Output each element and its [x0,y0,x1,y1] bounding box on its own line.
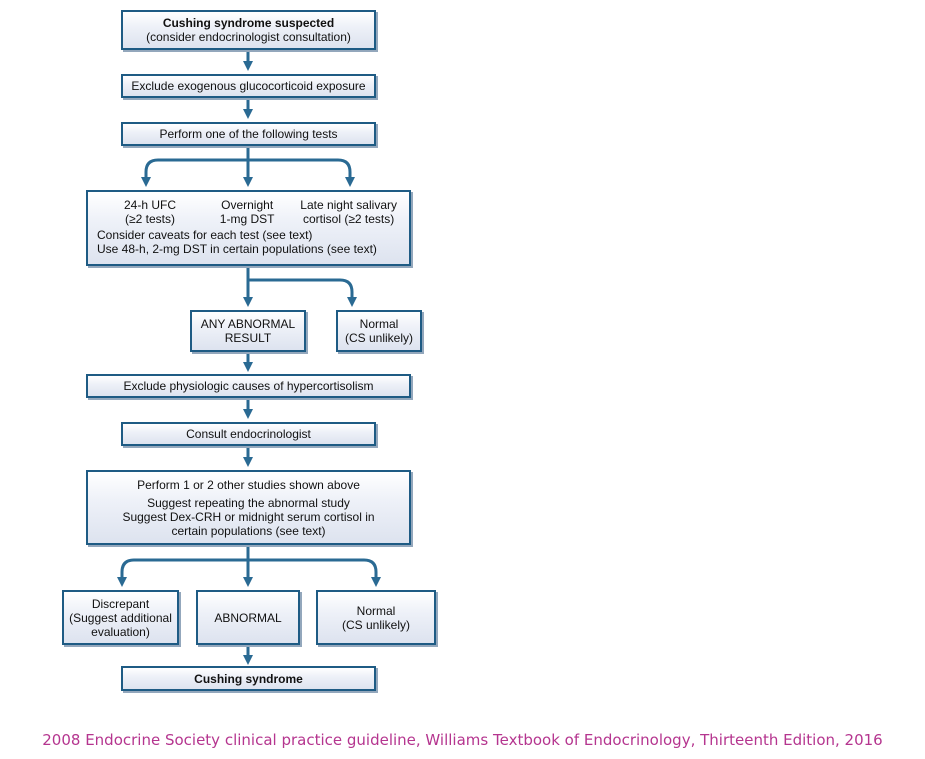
exclude-physiologic-text: Exclude physiologic causes of hypercorti… [123,379,374,393]
tests-caveats: Consider caveats for each test (see text… [97,228,313,242]
cushing-suspected-box: Cushing syndrome suspected (consider end… [121,10,376,50]
figure-caption: 2008 Endocrine Society clinical practice… [42,731,883,749]
perform-other-line4: certain populations (see text) [171,523,326,538]
test-ufc-line2: (≥2 tests) [125,212,175,226]
any-abnormal-line2: RESULT [224,331,272,345]
normal-2-line2: (CS unlikely) [341,617,410,632]
arrow-3-left [141,158,248,187]
test-ufc: 24-h UFC (≥2 tests) [124,198,176,226]
any-abnormal-line1: ANY ABNORMAL [200,317,296,331]
test-ufc-line1: 24-h UFC [124,198,177,212]
perform-other-line1: Perform 1 or 2 other studies shown above [137,477,360,492]
discrepant-line3: evaluation) [91,624,150,639]
test-salivary: Late night salivary cortisol (≥2 tests) [300,198,397,226]
normal-cs-unlikely-box-2: Normal (CS unlikely) [316,590,436,645]
test-dst: Overnight 1-mg DST [220,198,275,226]
perform-tests-box: Perform one of the following tests [121,122,376,146]
consult-endocrinologist-box: Consult endocrinologist [121,422,376,446]
discrepant-line1: Discrepant [91,596,150,611]
exclude-exogenous-box: Exclude exogenous glucocorticoid exposur… [121,74,376,98]
abnormal-box: ABNORMAL [196,590,300,645]
discrepant-box: Discrepant (Suggest additional evaluatio… [62,590,179,645]
cushing-syndrome-box: Cushing syndrome [121,666,376,691]
perform-tests-text: Perform one of the following tests [159,127,338,141]
arrow-4-right [248,278,357,307]
tests-notes: Consider caveats for each test (see text… [95,228,402,256]
discrepant-line2: (Suggest additional [69,610,172,625]
normal-cs-unlikely-box-1: Normal (CS unlikely) [336,310,422,352]
arrow-8-right [248,558,381,587]
tests-48h-dst: Use 48-h, 2-mg DST in certain population… [97,242,377,256]
screening-tests-box: 24-h UFC (≥2 tests) Overnight 1-mg DST L… [86,190,411,266]
arrow-8-left [117,558,248,587]
exclude-physiologic-box: Exclude physiologic causes of hypercorti… [86,374,411,398]
cushing-suspected-title: Cushing syndrome suspected [162,16,335,30]
exclude-exogenous-text: Exclude exogenous glucocorticoid exposur… [131,79,366,93]
abnormal-text: ABNORMAL [214,610,282,625]
normal-1-line1: Normal [359,317,399,331]
perform-other-line2: Suggest repeating the abnormal study [147,495,350,510]
test-salivary-line1: Late night salivary [300,198,397,212]
arrow-3-right [248,158,355,187]
test-dst-line1: Overnight [221,198,274,212]
cushing-syndrome-text: Cushing syndrome [194,671,303,686]
cushing-suspected-subtitle: (consider endocrinologist consultation) [146,30,351,44]
any-abnormal-box: ANY ABNORMAL RESULT [190,310,306,352]
perform-other-line3: Suggest Dex-CRH or midnight serum cortis… [122,509,375,524]
perform-other-studies-box: Perform 1 or 2 other studies shown above… [86,470,411,545]
screening-tests-row: 24-h UFC (≥2 tests) Overnight 1-mg DST L… [96,198,401,226]
test-dst-line2: 1-mg DST [219,212,275,226]
consult-endocrinologist-text: Consult endocrinologist [186,427,311,441]
normal-2-line1: Normal [356,603,396,618]
test-salivary-line2: cortisol (≥2 tests) [302,212,395,226]
normal-1-line2: (CS unlikely) [344,331,413,345]
